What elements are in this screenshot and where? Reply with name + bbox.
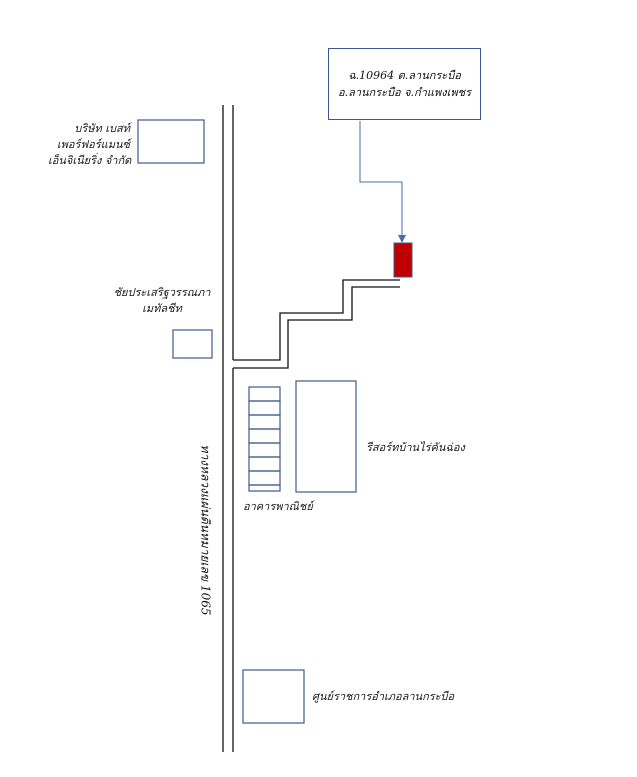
- company-label-line3: เอ็นจิเนียริ่ง จำกัด: [48, 154, 132, 167]
- shophouse-unit: [248, 456, 281, 472]
- shophouse-unit: [248, 428, 281, 444]
- company-label: บริษัท เบสท์ เพอร์ฟอร์แมนซ์ เอ็นจิเนียริ…: [48, 121, 132, 169]
- metal-sheet-shop-label-line2: เมทัลชีท: [142, 302, 182, 315]
- resort-building: [295, 380, 357, 493]
- metal-sheet-shop-label-line1: ชัยประเสริฐวรรณภา: [113, 286, 211, 299]
- company-building: [137, 119, 205, 164]
- callout-arrow-head: [398, 235, 406, 243]
- destination-marker: [393, 242, 413, 278]
- district-office-label: ศูนย์ราชการอำเภอลานกระบือ: [312, 690, 455, 703]
- shophouse-row: [248, 386, 281, 492]
- metal-sheet-shop-building: [172, 329, 213, 359]
- metal-sheet-shop-label: ชัยประเสริฐวรรณภา เมทัลชีท: [112, 285, 212, 317]
- shophouse-unit: [248, 470, 281, 486]
- destination-address-line2: อ.ลานกระบือ จ.กำแพงเพชร: [338, 86, 471, 99]
- shophouse-unit: [248, 400, 281, 416]
- resort-label: รีสอร์ทบ้านไร่คันฉ่อง: [366, 441, 465, 454]
- side-road-lower-edge: [233, 286, 400, 369]
- shophouse-unit: [248, 414, 281, 430]
- company-label-line1: บริษัท เบสท์: [74, 122, 130, 135]
- destination-address-line1: ฉ.10964 ต.ลานกระบือ: [348, 69, 461, 82]
- shophouse-unit: [248, 386, 281, 402]
- company-label-line2: เพอร์ฟอร์แมนซ์: [56, 138, 130, 151]
- shophouse-label: อาคารพาณิชย์: [243, 500, 313, 513]
- district-office-building: [242, 669, 305, 724]
- shophouse-unit: [248, 442, 281, 458]
- side-road-upper-edge: [233, 279, 400, 361]
- highway-label: ทางหลวงแผ่นดินหมายเลข 1065: [198, 444, 213, 616]
- destination-callout: ฉ.10964 ต.ลานกระบือ อ.ลานกระบือ จ.กำแพงเ…: [328, 48, 481, 120]
- shophouse-unit: [248, 484, 281, 492]
- callout-arrow-line: [359, 121, 403, 237]
